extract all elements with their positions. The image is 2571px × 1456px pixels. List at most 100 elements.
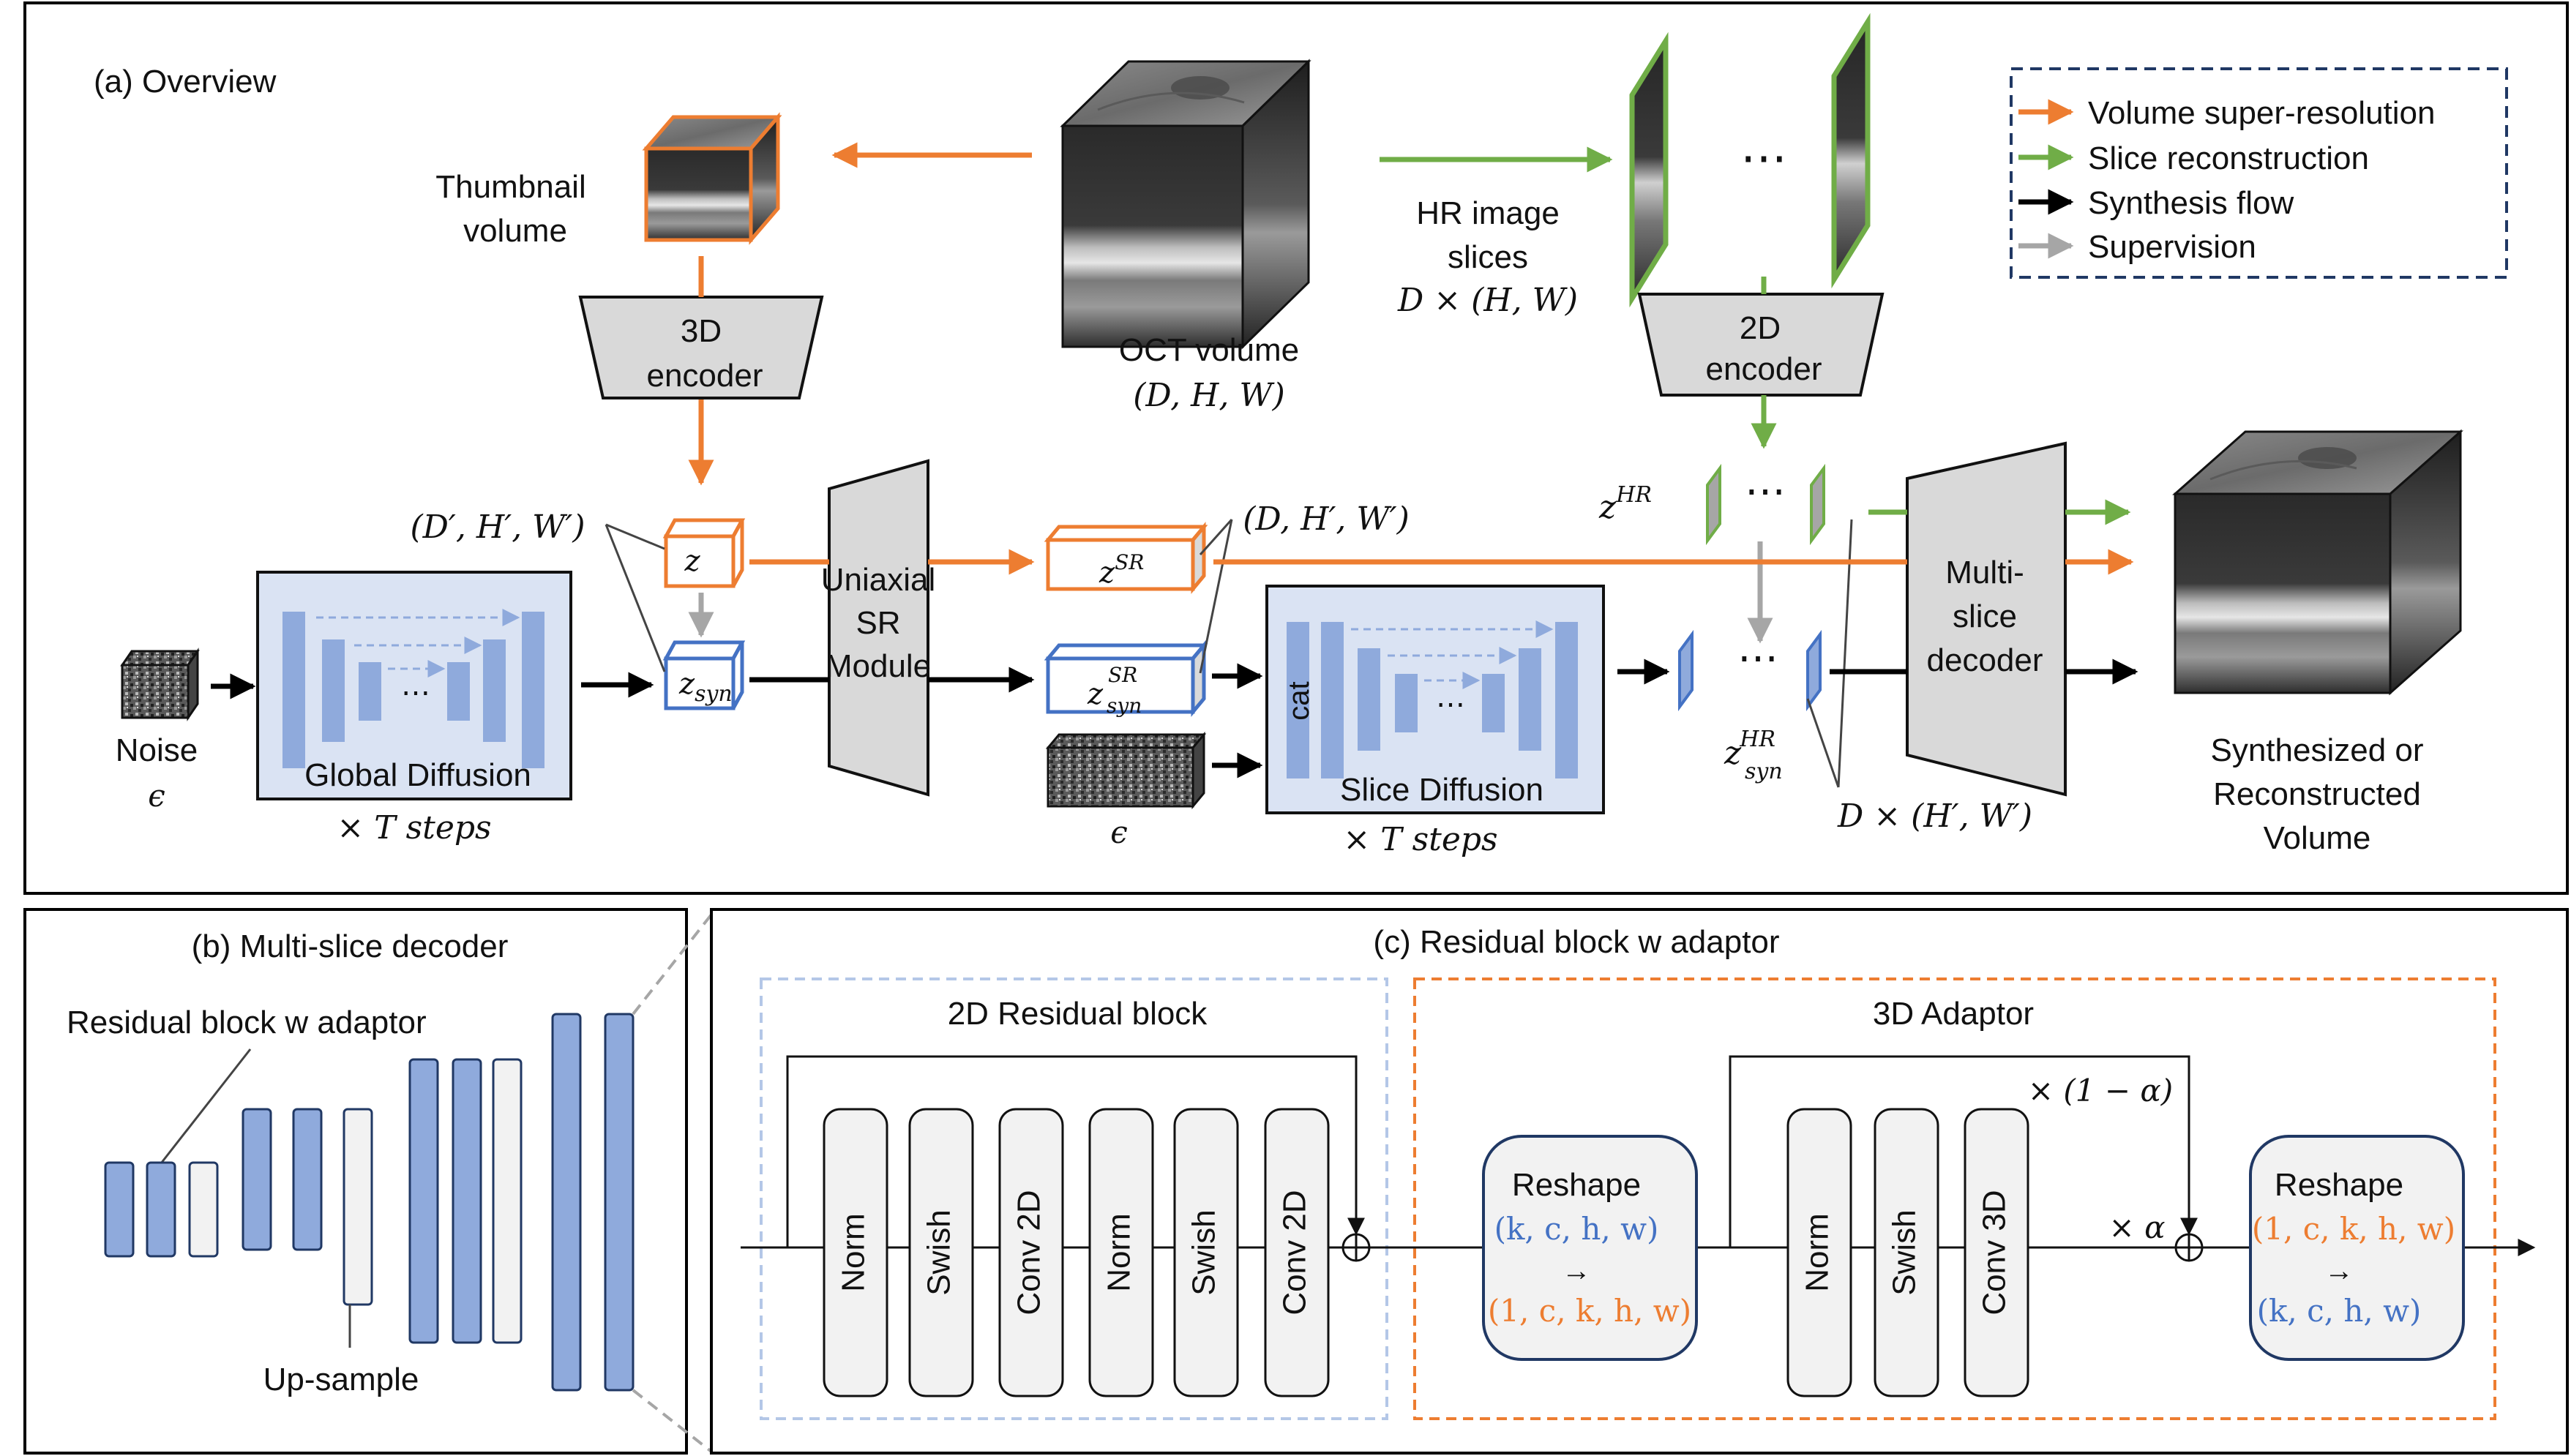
residual-panel-title: (c) Residual block w adaptor (1373, 924, 1779, 960)
res2d-title: 2D Residual block (948, 996, 1208, 1032)
adaptor-layer-label: Conv 3D (1977, 1190, 2013, 1315)
reshape-2-title: Reshape (2275, 1167, 2403, 1203)
adaptor-layer-label: Norm (1800, 1213, 1835, 1292)
reshape-1-in: (k, c, h, w) (1494, 1211, 1659, 1247)
res2d-layer-conv-2 (1264, 1108, 1330, 1397)
legend-box (2010, 67, 2508, 279)
decoder-blocks (104, 1013, 635, 1392)
noise-cube (120, 648, 200, 721)
output-label-3: Volume (2264, 820, 2371, 856)
sr-module-label-3: Module (826, 648, 931, 684)
res2d-layers: Norm Swish Conv 2D Norm Swish Conv 2D (823, 1108, 1330, 1397)
sr-module-label-1: Uniaxial (821, 562, 936, 598)
decoder-panel-title: (b) Multi-slice decoder (192, 928, 509, 964)
noise-label: Noise (116, 732, 198, 768)
encoder-2d-label-2: encoder (1705, 351, 1822, 387)
slice-unet: ⋯ (1287, 620, 1578, 778)
output-volume-cube (2172, 429, 2463, 696)
res2d-layer-label: Conv 2D (1011, 1190, 1047, 1315)
pointer-dims-prime-2 (605, 524, 666, 672)
slice-diffusion-label: Slice Diffusion (1340, 772, 1543, 808)
res2d-layer-label: Swish (1186, 1209, 1222, 1295)
z-syn-hr-ellipsis: ⋯ (1737, 634, 1778, 680)
res2d-skip (786, 1055, 1365, 1247)
oct-volume-label: OCT volume (1119, 332, 1299, 368)
z-sr-label: zSR (1099, 550, 1144, 590)
decoder-panel (23, 908, 688, 1455)
decoder-label-3: decoder (1926, 642, 2043, 678)
reshape-2-arrow: → (2324, 1255, 2354, 1287)
adaptor-layer-norm (1786, 1108, 1852, 1397)
adaptor-layer-conv3d (1964, 1108, 2029, 1397)
hr-slice-1 (1629, 31, 1669, 308)
adaptor-skip (1729, 1055, 2198, 1247)
uniaxial-sr-module (828, 459, 929, 797)
pointer-dims-sr-2 (1199, 519, 1233, 674)
decoder-label-2: slice (1953, 598, 2017, 634)
global-t-steps: × T steps (337, 809, 491, 847)
z-hr-slice-1 (1706, 463, 1721, 546)
output-label-2: Reconstructed (2213, 776, 2421, 812)
reshape-1-arrow: → (1562, 1255, 1591, 1287)
res-block-label: Residual block w adaptor (67, 1005, 427, 1040)
pointer-dims-prime-1 (605, 523, 665, 550)
legend-label-volume-sr: Volume super-resolution (2088, 95, 2435, 131)
res-block-pointer (160, 1048, 252, 1164)
res2d-layer-label: Conv 2D (1277, 1190, 1313, 1315)
adaptor-dashed-box (1413, 977, 2496, 1420)
z-label: z (684, 544, 700, 578)
encoder-2d (1637, 293, 1885, 397)
hr-slices-ellipsis: ⋯ (1740, 131, 1787, 184)
reshape-2-in: (1, c, k, h, w) (2252, 1211, 2455, 1247)
res2d-layer-label: Swish (921, 1209, 957, 1295)
reshape-2-out: (k, c, h, w) (2257, 1293, 2422, 1329)
hr-slices-dims: D × (H, W) (1397, 282, 1578, 319)
global-unet: ⋯ (282, 609, 544, 768)
thumbnail-label-1: Thumbnail (435, 169, 585, 205)
legend: Volume super-resolution Slice reconstruc… (2018, 95, 2435, 265)
oct-volume-dims: (D, H, W) (1133, 377, 1285, 414)
thumbnail-label-2: volume (463, 213, 567, 249)
one-minus-alpha-label: × (1 − α) (2028, 1073, 2173, 1108)
legend-label-supervision: Supervision (2088, 229, 2256, 265)
thumbnail-volume-cube (642, 112, 782, 245)
svg-text:⋯: ⋯ (401, 677, 430, 709)
hr-slices-label-1: HR image (1416, 195, 1560, 231)
res2d-layer-norm-2 (1088, 1108, 1154, 1397)
z-sr-latent-cube (1044, 522, 1208, 594)
encoder-3d (578, 296, 824, 399)
res2d-layer-norm-1 (823, 1108, 888, 1397)
dims-prime-label: (D′, H′, W′) (410, 509, 585, 546)
dims-slices-label: D × (H′, W′) (1837, 798, 2032, 835)
z-syn-hr-slice-2 (1806, 629, 1822, 712)
up-sample-label: Up-sample (263, 1362, 419, 1397)
z-hr-ellipsis: ⋯ (1745, 468, 1786, 514)
hr-slices-label-2: slices (1448, 239, 1528, 275)
residual-panel (710, 908, 2569, 1455)
res2d-layer-label: Norm (1101, 1213, 1137, 1292)
reshape-1-title: Reshape (1512, 1167, 1641, 1203)
adaptor-layers: Norm Swish Conv 3D (1786, 1108, 2029, 1397)
adaptor-title: 3D Adaptor (1873, 996, 2034, 1032)
global-diffusion-label: Global Diffusion (304, 757, 531, 793)
output-label-1: Synthesized or (2210, 732, 2423, 768)
dims-sr-label: (D, H′, W′) (1243, 500, 1410, 538)
overview-title: (a) Overview (94, 64, 277, 100)
z-syn-sr-latent-cube (1044, 640, 1208, 717)
res2d-layer-swish-1 (908, 1108, 974, 1397)
encoder-3d-label-1: 3D (681, 313, 722, 349)
overview-panel (23, 1, 2569, 895)
zoom-line-bottom (632, 1389, 713, 1453)
z-syn-latent-cube (662, 640, 746, 710)
adaptor-layer-swish (1874, 1108, 1939, 1397)
res2d-dashed-box (760, 977, 1388, 1420)
svg-text:⋯: ⋯ (1436, 688, 1465, 721)
slab-epsilon: ϵ (1110, 814, 1128, 850)
pointer-dims-sr-1 (1199, 518, 1233, 556)
sr-module-label-2: SR (856, 605, 900, 641)
reshape-1-out: (1, c, k, h, w) (1488, 1293, 1691, 1329)
encoder-2d-label-1: 2D (1740, 310, 1781, 346)
